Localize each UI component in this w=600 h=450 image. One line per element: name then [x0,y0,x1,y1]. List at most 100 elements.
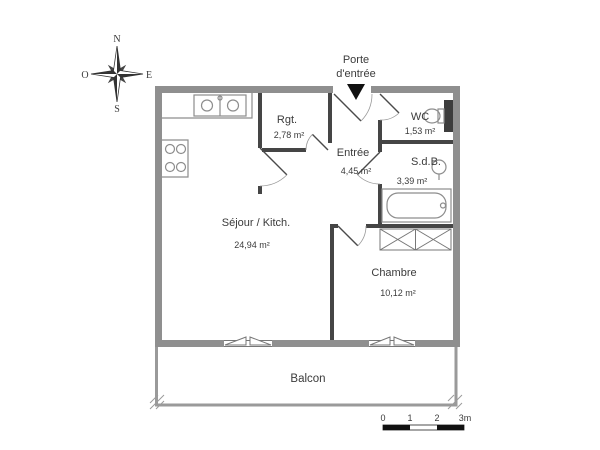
scale-tick-3: 3m [459,413,472,423]
stove-burner-4 [175,161,187,173]
door-chambre-leaf [337,225,359,247]
kitchen-sink-basin-left [200,99,214,112]
wall-wc-left [378,120,382,144]
door-chambre-arc [357,225,367,247]
scale-bar-segment-1 [383,425,410,430]
label-sejour-area: 24,94 m² [234,240,270,250]
kitchen-faucet-icon [217,95,223,101]
closet-placard [379,228,452,251]
scale-bar: 0 1 2 3m [380,413,472,431]
wall-bottom-a [155,340,224,347]
stove-burner-3 [164,161,176,173]
wall-chambre-top-b [366,224,453,228]
compass-west-label: O [81,70,88,81]
door-rgt-arc [305,134,313,151]
bathtub-outline [381,188,452,223]
stove-burner-1 [164,143,176,155]
wall-bottom-c [415,340,460,347]
wall-bottom-b [272,340,369,347]
balcony [149,347,463,410]
label-wc-name: WC [411,111,429,123]
door-sdb-leaf [356,151,381,176]
wc-duct [444,100,453,132]
entrance-annotation: Porte d'entrée [336,54,376,100]
door-entrance [333,93,373,122]
closet-x2b [415,228,452,251]
toilet-bowl-icon [423,108,441,124]
bathtub-drain-icon [439,202,447,209]
label-sejour-name: Séjour / Kitch. [222,217,290,229]
compass-main-star-fill [91,46,143,102]
balcony-hatch-5 [455,402,463,410]
entrance-label-line1: Porte [343,54,369,66]
kitchen-sink-basin-right [226,99,240,112]
doors [259,93,400,247]
balcony-hatch-6 [447,394,455,402]
closet-x1b [379,228,416,251]
scale-tick-1: 1 [407,413,412,423]
label-entree-area: 4,45 m² [341,166,372,176]
toilet-tank-icon [437,108,445,124]
entrance-arrow-icon [347,84,365,100]
door-entrance-leaf [333,93,362,122]
wall-sdb-left-upper [378,140,382,152]
wall-top-left [155,86,333,93]
label-chambre-area: 10,12 m² [380,288,416,298]
window-chambre-leaf-right [393,336,415,346]
scale-tick-2: 2 [434,413,439,423]
door-wc [379,93,400,121]
label-entree-name: Entrée [337,147,369,159]
windows [224,336,415,347]
wall-left [155,86,162,347]
room-labels: Séjour / Kitch. 24,94 m² Rgt. 2,78 m² En… [222,111,441,385]
window-sejour-leaf-right [249,336,272,346]
wall-rgt-right [328,93,332,143]
scale-tick-0: 0 [380,413,385,423]
wall-chambre-left [330,224,334,340]
door-wc-arc [379,112,400,121]
kitchen-fixtures [162,93,253,178]
label-rgt-name: Rgt. [277,114,297,126]
kitchen-stove-outline [162,139,189,178]
door-sejour [259,147,288,187]
balcony-hatch-4 [447,394,463,410]
interior-walls [258,93,453,340]
balcony-railing [155,347,458,407]
compass-north-label: N [113,34,120,45]
label-sdb-name: S.d.B. [411,156,441,168]
compass-south-label: S [114,104,120,115]
door-entrance-arc [360,93,373,122]
door-wc-leaf [379,93,400,114]
wall-sdb-left-lower [378,184,382,224]
label-chambre-name: Chambre [371,267,416,279]
stove-burner-2 [175,143,187,155]
door-sdb-arc [357,174,381,185]
door-sejour-arc [259,174,288,187]
door-chambre [337,225,367,247]
compass-rose: N S E O [81,34,152,115]
label-rgt-area: 2,78 m² [274,130,305,140]
label-sdb-area: 3,39 m² [397,176,428,186]
label-wc-area: 1,53 m² [405,126,436,136]
wall-top-right [371,86,460,93]
entrance-label-line2: d'entrée [336,68,375,80]
wall-sejour-entree [258,93,262,148]
balcony-hatch-2 [149,394,159,404]
door-rgt-leaf [311,133,329,151]
door-rgt [305,133,329,151]
label-balcon-name: Balcon [290,373,325,385]
wall-wc-sdb [378,140,453,144]
wall-rgt-bottom [262,148,306,152]
balcony-hatch-3 [155,400,165,410]
wall-right [453,86,460,347]
wc-fixtures [423,100,453,132]
kitchen-counter [162,93,253,119]
door-sdb [356,151,381,185]
bathtub-inner [386,192,447,219]
window-sejour-leaf-left [224,336,247,346]
door-sejour-leaf [259,147,288,176]
window-sejour [224,336,272,347]
balcony-hatch-1 [149,394,165,410]
